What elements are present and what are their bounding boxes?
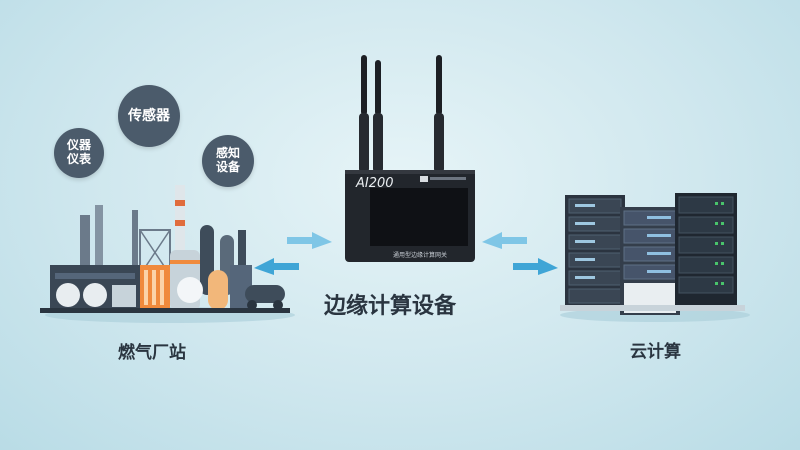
- device-model-label: AI200: [356, 176, 394, 191]
- edge-device-label: 边缘计算设备: [324, 294, 457, 319]
- gas-station-illustration: [40, 185, 295, 323]
- cloud-computing-label: 云计算: [630, 342, 681, 362]
- gas-station-label: 燃气厂站: [118, 343, 186, 363]
- edge-device-illustration: [345, 55, 475, 262]
- right-bidirectional-arrow: [482, 232, 558, 275]
- instruments-bubble: 仪器 仪表: [54, 128, 104, 178]
- left-bidirectional-arrow: [254, 232, 332, 275]
- perception-bubble: 感知 设备: [202, 135, 254, 187]
- device-screen-caption: 通用型边缘计算网关: [393, 252, 448, 259]
- cloud-server-illustration: [560, 193, 750, 322]
- sensors-bubble: 传感器: [118, 85, 180, 147]
